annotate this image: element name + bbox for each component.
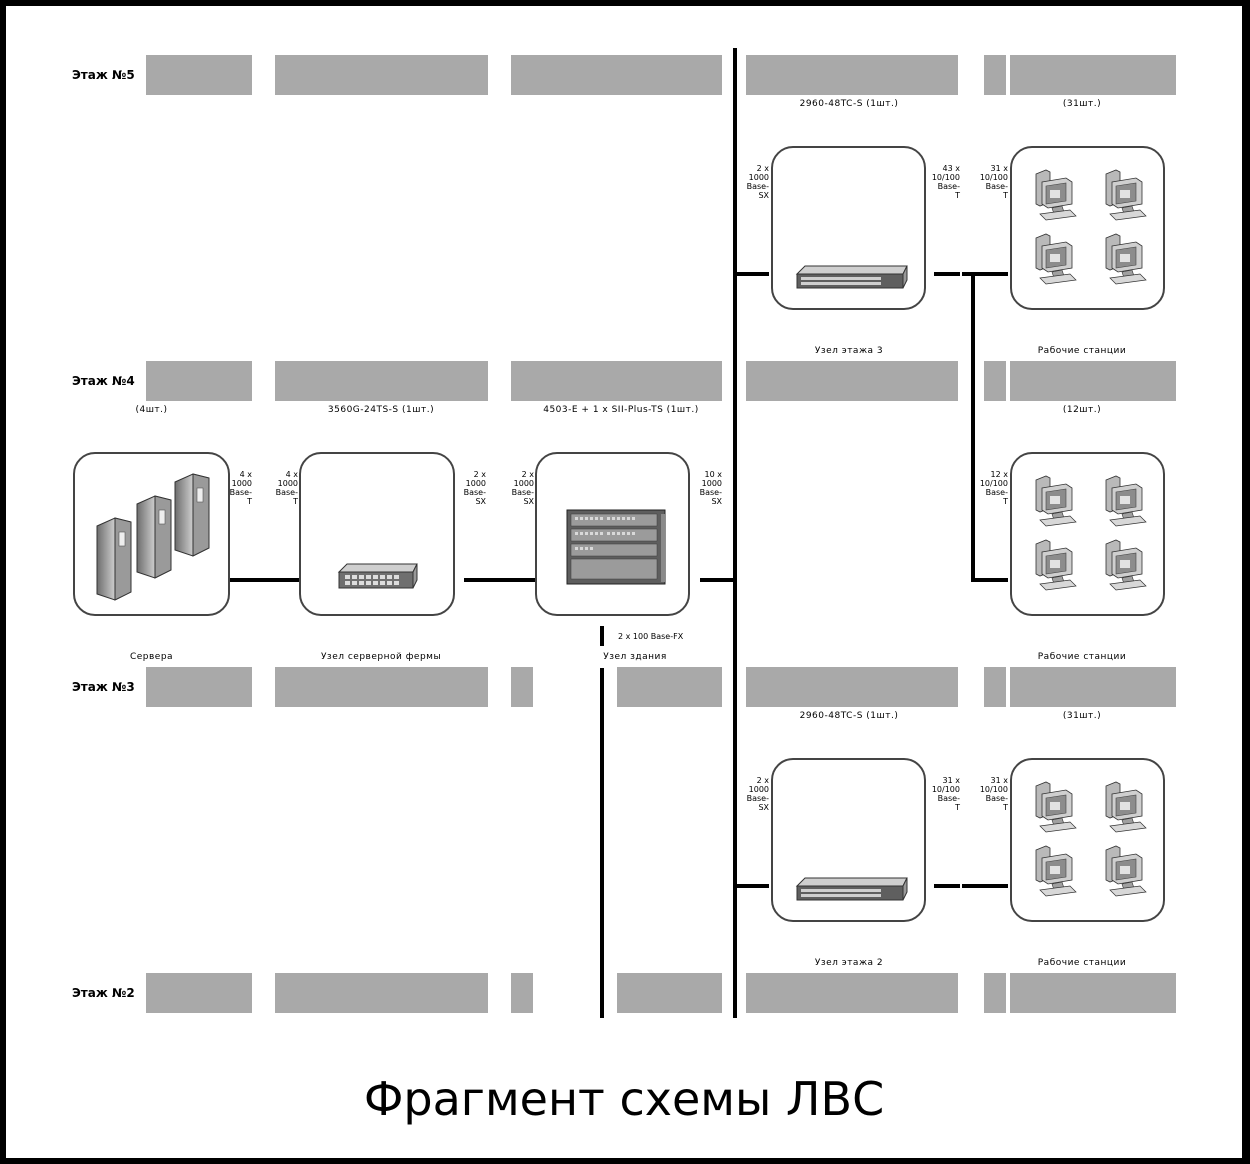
floor-label-3: Этаж №3 bbox=[72, 680, 135, 694]
switch-48-icon bbox=[795, 265, 908, 289]
workstation-icon bbox=[1035, 781, 1147, 897]
floor3-node[interactable] bbox=[771, 146, 926, 310]
workstation-icon bbox=[1035, 169, 1147, 285]
floor-band bbox=[146, 667, 252, 707]
workstation-icon bbox=[1035, 475, 1147, 591]
floor-band bbox=[275, 973, 488, 1013]
workstations-mid-count: (12шт.) bbox=[1062, 405, 1102, 415]
building-down-link bbox=[600, 668, 604, 1018]
floor-band bbox=[1010, 361, 1176, 401]
server-farm-node[interactable] bbox=[299, 452, 455, 616]
servers-caption: Сервера bbox=[129, 652, 174, 662]
chassis-switch-icon bbox=[566, 509, 666, 585]
workstations-bot-count: (31шт.) bbox=[1062, 711, 1102, 721]
building-caption: Узел здания bbox=[603, 652, 667, 662]
link-floor2-out-b bbox=[962, 884, 1008, 888]
floor-band bbox=[275, 55, 488, 95]
server-tower-icon bbox=[96, 473, 210, 601]
floor-band bbox=[146, 361, 252, 401]
floor-band bbox=[511, 361, 722, 401]
workstations-mid-node[interactable] bbox=[1010, 452, 1165, 616]
link-building-backbone bbox=[700, 578, 735, 582]
floor2-node[interactable] bbox=[771, 758, 926, 922]
floor-band bbox=[1010, 667, 1176, 707]
switch-small-icon bbox=[337, 563, 418, 589]
server-farm-port-out: 2 x 1000 Base- SX bbox=[463, 470, 486, 506]
floor-band bbox=[146, 973, 252, 1013]
floor3-port-out: 43 x 10/100 Base- T bbox=[931, 164, 960, 200]
building-port-in: 2 x 1000 Base- SX bbox=[511, 470, 534, 506]
floor-band bbox=[984, 361, 1006, 401]
link-backbone-floor2 bbox=[735, 884, 769, 888]
link-floor3-out-b bbox=[962, 272, 1008, 276]
link-floor2-out-a bbox=[934, 884, 960, 888]
floor-label-2: Этаж №2 bbox=[72, 986, 135, 1000]
floor-band bbox=[146, 55, 252, 95]
switch-48-icon bbox=[795, 877, 908, 901]
building-port-out: 10 x 1000 Base- SX bbox=[699, 470, 722, 506]
floor2-caption: Узел этажа 2 bbox=[814, 958, 884, 968]
floor-band bbox=[511, 667, 533, 707]
floor-band bbox=[511, 973, 533, 1013]
floor2-model: 2960-48TC-S (1шт.) bbox=[799, 711, 899, 721]
floor-band bbox=[984, 55, 1006, 95]
workstations-bot-port: 31 x 10/100 Base- T bbox=[979, 776, 1008, 812]
diagram-title: Фрагмент схемы ЛВС bbox=[363, 1072, 885, 1126]
servers-node[interactable] bbox=[73, 452, 230, 616]
floor-band bbox=[617, 667, 722, 707]
floor-band bbox=[746, 361, 958, 401]
server-farm-model: 3560G-24TS-S (1шт.) bbox=[327, 405, 435, 415]
floor-band bbox=[1010, 55, 1176, 95]
floor-band bbox=[511, 55, 722, 95]
floor-label-4: Этаж №4 bbox=[72, 374, 135, 388]
link-backbone-floor3 bbox=[735, 272, 769, 276]
link-floor3-vertical bbox=[971, 274, 975, 582]
workstations-top-node[interactable] bbox=[1010, 146, 1165, 310]
floor2-port-out: 31 x 10/100 Base- T bbox=[931, 776, 960, 812]
workstations-bot-node[interactable] bbox=[1010, 758, 1165, 922]
floor-band bbox=[746, 667, 958, 707]
building-node[interactable] bbox=[535, 452, 690, 616]
floor-label-5: Этаж №5 bbox=[72, 68, 135, 82]
floor-band bbox=[984, 973, 1006, 1013]
link-to-ws-mid bbox=[971, 578, 1008, 582]
workstations-bot-caption: Рабочие станции bbox=[1037, 958, 1127, 968]
floor3-port-in: 2 x 1000 Base- SX bbox=[746, 164, 769, 200]
floor2-port-in: 2 x 1000 Base- SX bbox=[746, 776, 769, 812]
floor3-caption: Узел этажа 3 bbox=[814, 346, 884, 356]
floor-band bbox=[275, 361, 488, 401]
floor-band bbox=[275, 667, 488, 707]
server-farm-port-in: 4 x 1000 Base- T bbox=[275, 470, 298, 506]
workstations-top-caption: Рабочие станции bbox=[1037, 346, 1127, 356]
link-servers-farm bbox=[230, 578, 300, 582]
server-farm-caption: Узел серверной фермы bbox=[320, 652, 442, 662]
link-floor3-out-a bbox=[934, 272, 960, 276]
backbone-vertical-line bbox=[733, 48, 737, 1018]
servers-count: (4шт.) bbox=[135, 405, 168, 415]
workstations-mid-port: 12 x 10/100 Base- T bbox=[979, 470, 1008, 506]
floor3-model: 2960-48TC-S (1шт.) bbox=[799, 99, 899, 109]
floor-band bbox=[617, 973, 722, 1013]
floor-band bbox=[1010, 973, 1176, 1013]
workstations-mid-caption: Рабочие станции bbox=[1037, 652, 1127, 662]
link-farm-building bbox=[464, 578, 536, 582]
building-model: 4503-E + 1 x SII-Plus-TS (1шт.) bbox=[543, 405, 699, 415]
servers-port-label: 4 x 1000 Base- T bbox=[229, 470, 252, 506]
workstations-top-count: (31шт.) bbox=[1062, 99, 1102, 109]
floor-band bbox=[746, 973, 958, 1013]
floor-band bbox=[746, 55, 958, 95]
building-port-down: 2 x 100 Base-FX bbox=[618, 632, 684, 641]
floor-band bbox=[984, 667, 1006, 707]
diagram-canvas: Этаж №5 Этаж №4 Этаж №3 Этаж №2 bbox=[6, 6, 1242, 1158]
building-down-link-stub bbox=[600, 626, 604, 646]
workstations-top-port: 31 x 10/100 Base- T bbox=[979, 164, 1008, 200]
